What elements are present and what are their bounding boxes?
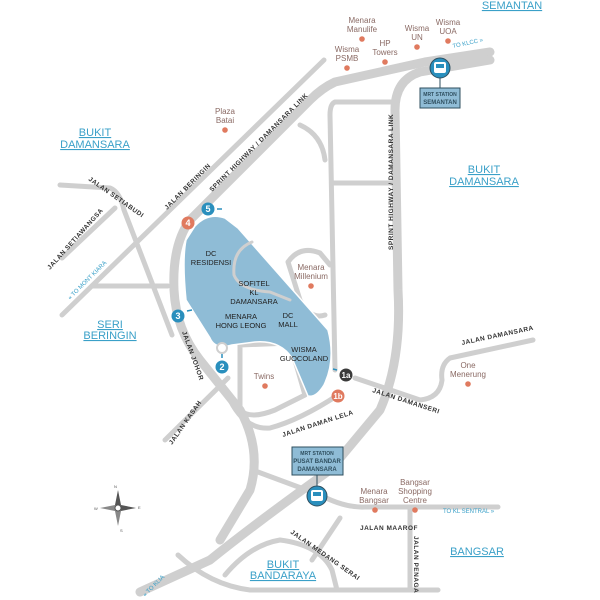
arrow-icon <box>332 368 338 371</box>
roads <box>57 47 536 597</box>
roundabout <box>216 342 228 354</box>
bottom-road <box>175 552 441 593</box>
menara-millenium-dot <box>308 283 314 289</box>
jalan-maarof-label: JALAN MAAROF <box>360 525 418 532</box>
arc-road <box>297 122 328 163</box>
twins-label: Twins <box>254 372 274 381</box>
twins-block <box>237 340 308 418</box>
jalan-penaga-label: JALAN PENAGA <box>412 536 419 593</box>
mrt-pusat-line1: MRT STATION <box>300 451 334 457</box>
mrt-semantan[interactable]: MRT STATION SEMANTAN <box>419 57 461 109</box>
jalan-setiabudi-road <box>57 182 175 338</box>
mrt-pusat-line3: DAMANSARA <box>297 467 337 473</box>
jalan-damansara-road <box>352 337 536 403</box>
mrt-pusat-box <box>291 446 344 476</box>
plaza-batai-dot <box>222 127 228 133</box>
development-block <box>183 215 332 398</box>
compass-rose-icon: N E S W <box>94 484 141 533</box>
to-mont-kiara-label: « TO MONT KIARA <box>67 260 108 301</box>
train-icon <box>306 485 328 507</box>
sprint-highway-vertical <box>135 55 495 597</box>
wisma-uoa-dot <box>445 38 451 44</box>
to-klcc-label: TO KLCC » <box>452 38 484 50</box>
jalan-setiawangsa-road <box>59 205 118 261</box>
entrance-1b[interactable]: 1b <box>331 389 345 403</box>
menara-bangsar-dot <box>372 507 378 513</box>
mrt-semantan-box <box>419 87 461 109</box>
area-bangsar: BANGSAR <box>450 546 504 558</box>
hp-towers-dot <box>382 59 388 65</box>
wisma-psmb-dot <box>344 65 350 71</box>
to-kl-sentral-label: TO KL SENTRAL » <box>443 509 495 515</box>
damanlela-road <box>227 392 341 431</box>
sprint-highway-vertical-label: SPRINT HIGHWAY / DAMANSARA LINK <box>388 114 395 250</box>
menara-manulife-dot <box>359 36 365 42</box>
compass-s: S <box>120 528 123 533</box>
entrance-4[interactable]: 4 <box>181 216 195 230</box>
entrance-3-label: 3 <box>175 311 180 321</box>
compass-w: W <box>94 506 98 511</box>
bangsar-shopping-centre-dot <box>412 507 418 513</box>
jalan-setiawangsa-label: JALAN SETIAWANGSA <box>46 207 105 271</box>
entrance-5-label: 5 <box>205 204 210 214</box>
entrance-1a-label: 1a <box>342 371 351 380</box>
entrance-3[interactable]: 3 <box>171 309 193 323</box>
mrt-semantan-line1: MRT STATION <box>423 92 457 98</box>
bukit-bandaraya-loop <box>222 537 340 593</box>
entrance-4-label: 4 <box>185 218 190 228</box>
entrances: 5 4 3 2 1a 1b <box>171 202 353 403</box>
jalan-kasah-label: JALAN KASAH <box>168 399 204 446</box>
entrance-2[interactable]: 2 <box>215 354 229 374</box>
mrt-semantan-line2: SEMANTAN <box>423 100 457 106</box>
compass-n: N <box>114 484 117 489</box>
wisma-un-dot <box>414 44 420 50</box>
twins-dot <box>262 383 268 389</box>
entrance-5[interactable]: 5 <box>201 202 223 216</box>
inner-road-left <box>327 99 398 373</box>
sprint-highway-top <box>169 47 495 545</box>
train-icon <box>429 57 451 79</box>
mrt-pusat-line2: PUSAT BANDAR <box>293 459 341 465</box>
arrow-icon <box>186 309 193 312</box>
entrance-1a[interactable]: 1a <box>332 368 353 382</box>
entrance-1b-label: 1b <box>333 392 342 401</box>
one-menerung-dot <box>465 381 471 387</box>
entrance-2-label: 2 <box>219 362 224 372</box>
jalan-beringin-road <box>59 57 327 318</box>
mrt-pusat-bandar-damansara[interactable]: MRT STATION PUSAT BANDAR DAMANSARA <box>291 446 344 507</box>
block-inner-road <box>232 240 292 302</box>
compass-e: E <box>138 505 141 510</box>
area-semantan: SEMANTAN <box>482 0 542 12</box>
jalan-kasah-road <box>162 375 231 443</box>
jalan-damanlela-label: JALAN DAMAN LELA <box>281 409 354 439</box>
